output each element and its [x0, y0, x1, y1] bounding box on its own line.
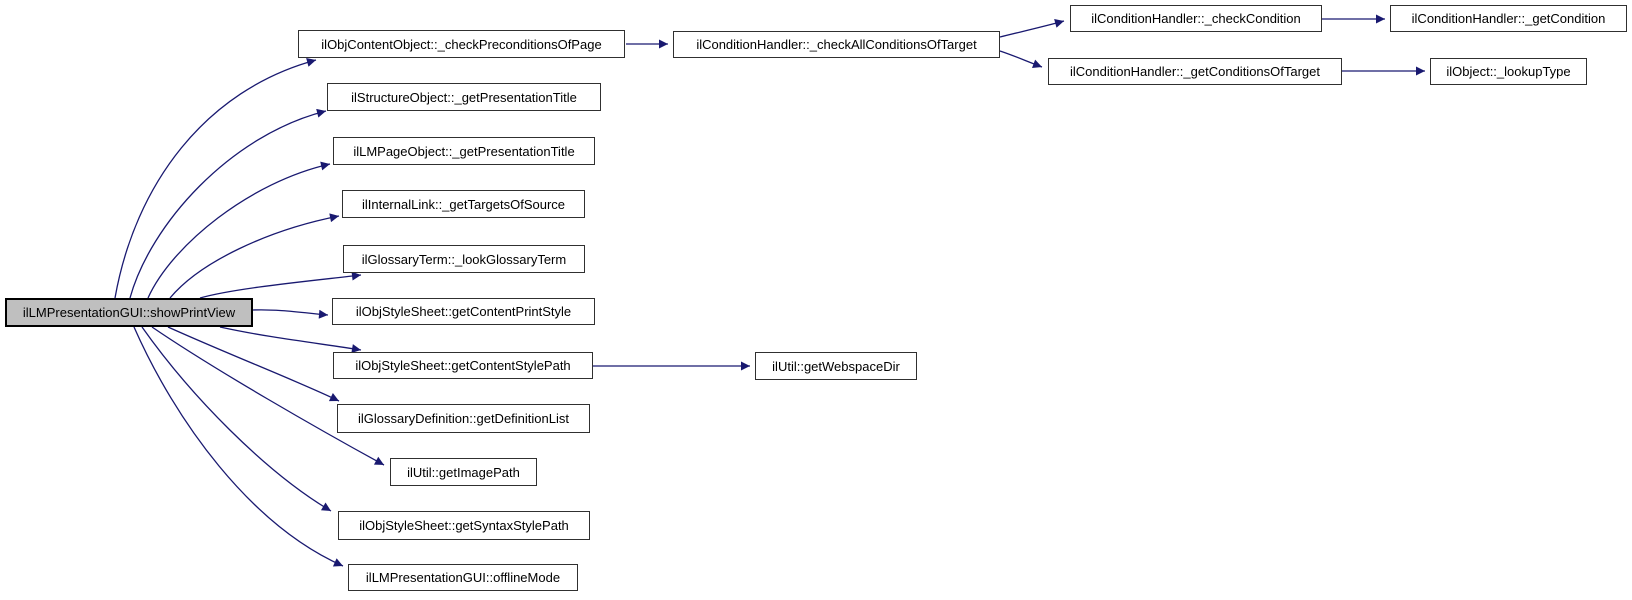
- node-get-definition-list[interactable]: ilGlossaryDefinition::getDefinitionList: [337, 404, 590, 433]
- node-get-syntax-style-path[interactable]: ilObjStyleSheet::getSyntaxStylePath: [338, 511, 590, 540]
- edge-show-print-view-to-check-preconditions-of-page: [114, 58, 317, 299]
- node-get-webspace-dir[interactable]: ilUtil::getWebspaceDir: [755, 352, 917, 380]
- node-get-image-path[interactable]: ilUtil::getImagePath: [390, 458, 537, 486]
- edge-check-all-conditions-to-check-condition: [999, 19, 1065, 38]
- node-get-content-style-path[interactable]: ilObjStyleSheet::getContentStylePath: [333, 352, 593, 379]
- edge-show-print-view-to-get-image-path: [151, 326, 385, 466]
- node-get-condition[interactable]: ilConditionHandler::_getCondition: [1390, 5, 1627, 32]
- node-show-print-view: ilLMPresentationGUI::showPrintView: [5, 298, 253, 327]
- edge-show-print-view-to-look-glossary-term: [199, 271, 362, 299]
- node-get-conditions-of-target[interactable]: ilConditionHandler::_getConditionsOfTarg…: [1048, 58, 1342, 85]
- edge-show-print-view-to-get-content-style-path: [219, 326, 362, 353]
- node-check-preconditions-of-page[interactable]: ilObjContentObject::_checkPreconditionsO…: [298, 30, 625, 58]
- edge-show-print-view-to-get-definition-list: [167, 326, 340, 402]
- node-structure-get-presentation-title[interactable]: ilStructureObject::_getPresentationTitle: [327, 83, 601, 111]
- edge-show-print-view-to-offline-mode: [133, 326, 344, 567]
- node-check-all-conditions-of-target[interactable]: ilConditionHandler::_checkAllConditionsO…: [673, 31, 1000, 58]
- node-get-targets-of-source[interactable]: ilInternalLink::_getTargetsOfSource: [342, 190, 585, 218]
- node-get-content-print-style[interactable]: ilObjStyleSheet::getContentPrintStyle: [332, 298, 595, 325]
- edge-show-print-view-to-structure-get-presentation-title: [129, 108, 327, 299]
- edge-show-print-view-to-lmpage-get-presentation-title: [147, 161, 331, 299]
- edge-show-print-view-to-get-syntax-style-path: [141, 326, 332, 512]
- edge-show-print-view-to-get-targets-of-source: [169, 213, 340, 299]
- node-offline-mode[interactable]: ilLMPresentationGUI::offlineMode: [348, 564, 578, 591]
- node-check-condition[interactable]: ilConditionHandler::_checkCondition: [1070, 5, 1322, 32]
- node-lookup-type[interactable]: ilObject::_lookupType: [1430, 58, 1587, 85]
- edge-show-print-view-to-get-content-print-style: [252, 309, 329, 319]
- node-look-glossary-term[interactable]: ilGlossaryTerm::_lookGlossaryTerm: [343, 245, 585, 273]
- node-lmpage-get-presentation-title[interactable]: ilLMPageObject::_getPresentationTitle: [333, 137, 595, 165]
- edge-check-all-conditions-to-get-conditions-of-target: [999, 50, 1043, 69]
